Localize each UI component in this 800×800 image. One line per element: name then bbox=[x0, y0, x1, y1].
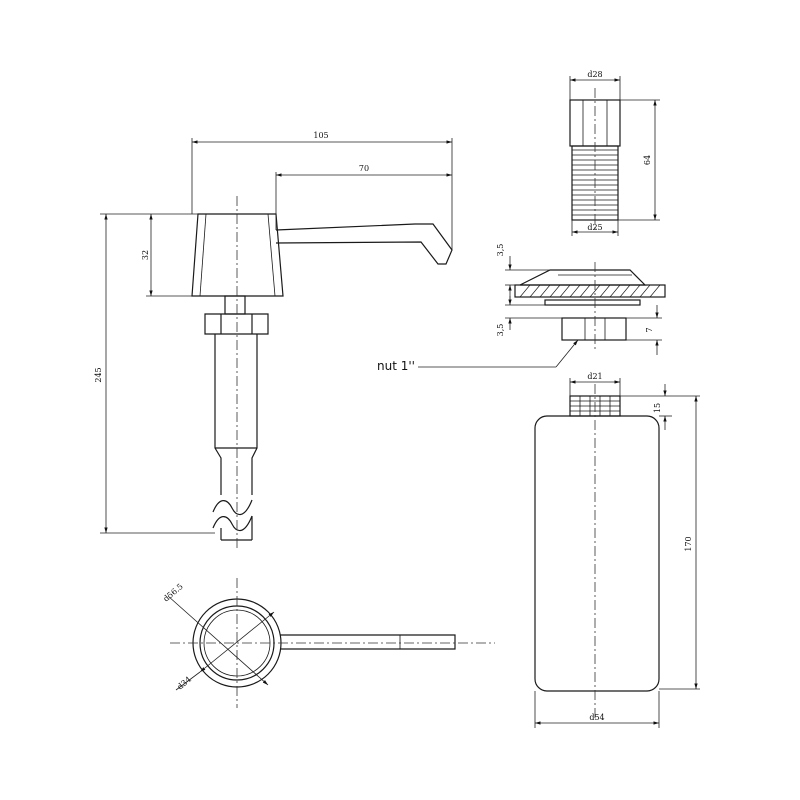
dim-105: 105 bbox=[313, 131, 328, 140]
dim-d21: d21 bbox=[587, 372, 602, 381]
dim-d25: d25 bbox=[587, 223, 602, 232]
dim-7: 7 bbox=[645, 327, 654, 332]
pump-tube bbox=[214, 334, 258, 495]
bottle-body bbox=[534, 415, 660, 692]
dim-d34: d34 bbox=[176, 675, 194, 692]
dim-32: 32 bbox=[141, 250, 150, 260]
dim-70: 70 bbox=[359, 164, 369, 173]
mounting-nut bbox=[561, 317, 627, 341]
flange bbox=[519, 269, 647, 286]
dim-3-5-flange: 3,5 bbox=[496, 244, 505, 257]
nut-label: nut 1'' bbox=[377, 359, 415, 373]
dim-64: 64 bbox=[643, 155, 652, 165]
dim-d54: d54 bbox=[589, 713, 604, 722]
dim-15: 15 bbox=[653, 403, 662, 413]
countertop-hatch bbox=[519, 284, 661, 298]
soap-bottle: d21 15 170 d54 bbox=[534, 372, 700, 728]
countertop-section: 3,5 3,5 7 nut 1'' bbox=[377, 244, 666, 373]
dim-3-5-gap: 3,5 bbox=[496, 324, 505, 337]
pump-top-view: d56.5 d34 bbox=[162, 578, 495, 708]
pump-side-view bbox=[191, 196, 453, 548]
dim-170: 170 bbox=[684, 536, 693, 551]
pump-spout bbox=[275, 223, 453, 265]
dim-d28: d28 bbox=[587, 70, 602, 79]
pump-dimensions: 105 70 32 245 bbox=[94, 131, 453, 534]
pump-head bbox=[191, 213, 284, 297]
dim-245: 245 bbox=[94, 367, 103, 382]
pump-nut bbox=[204, 313, 269, 335]
mounting-sleeve: d28 64 d25 bbox=[569, 70, 660, 236]
